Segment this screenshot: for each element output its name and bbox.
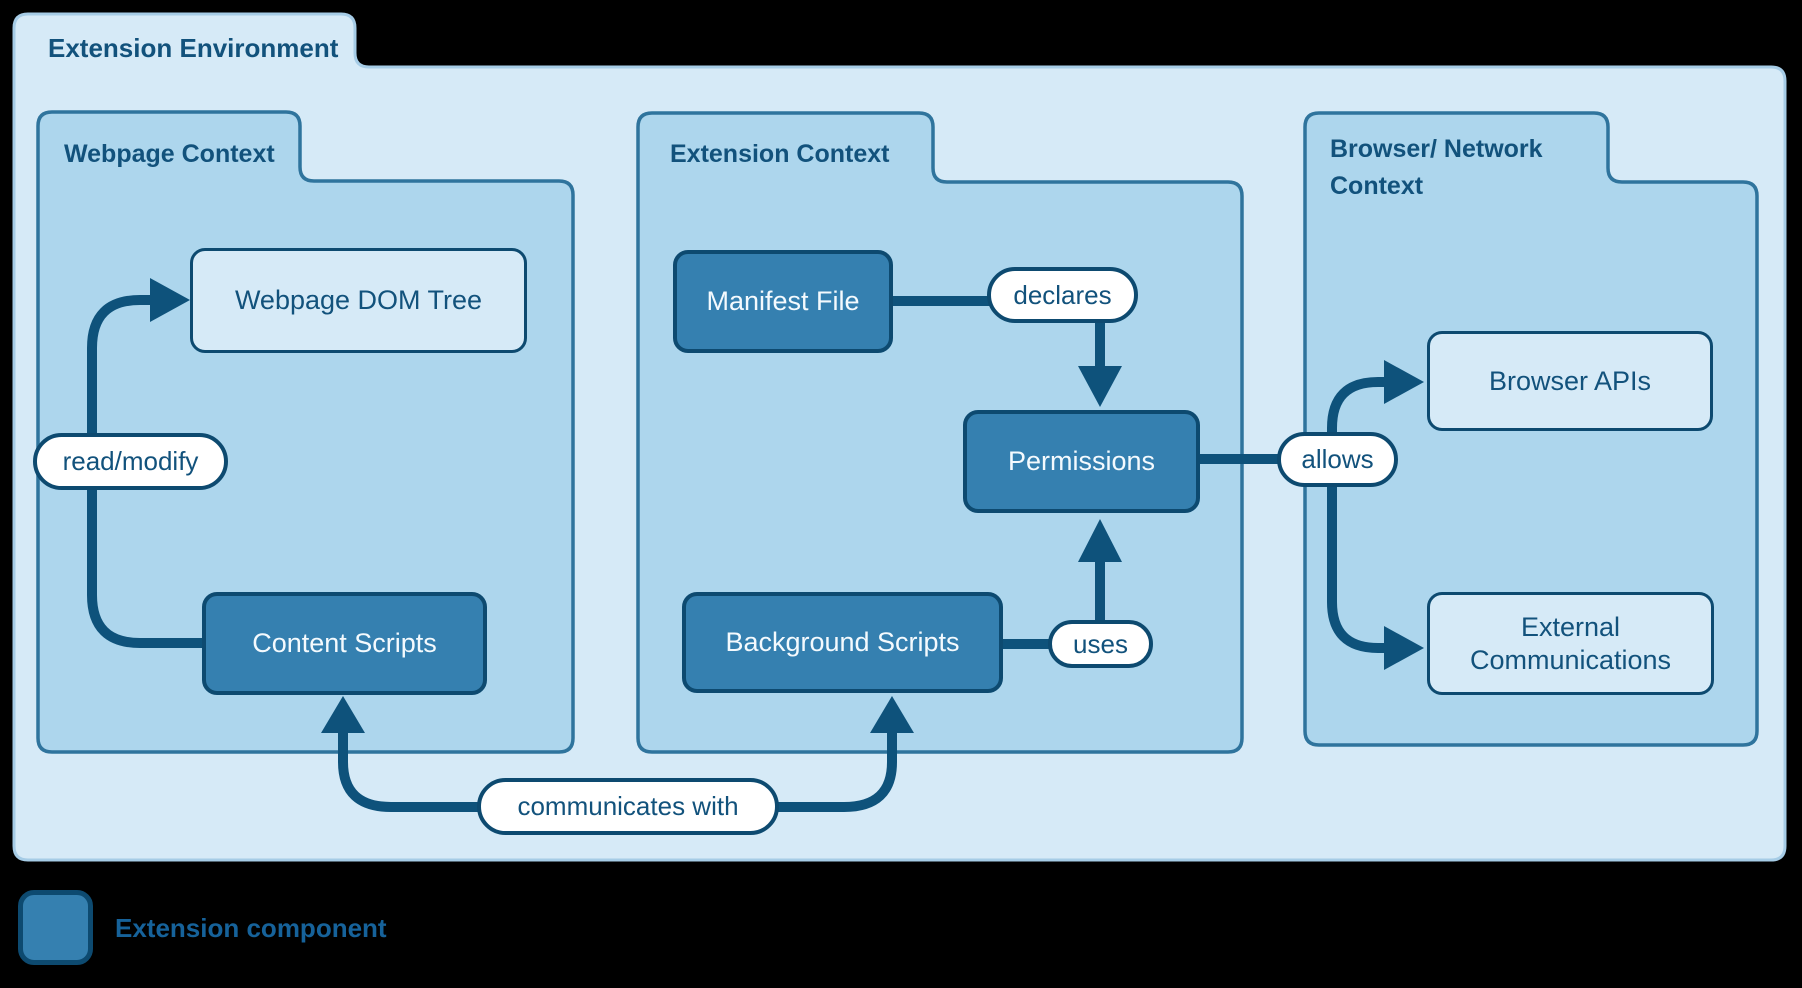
extension-environment-title: Extension Environment — [48, 33, 339, 63]
legend-extension-component-label: Extension component — [115, 913, 387, 943]
webpage-context-title: Webpage Context — [64, 140, 275, 168]
edge-communicates-path-right — [774, 729, 897, 812]
edge-label-communicates-with: communicates with — [477, 778, 779, 835]
arrowhead-declares-to-permissions — [1078, 366, 1122, 407]
arrowhead-to-content-scripts — [321, 696, 365, 733]
edge-label-uses: uses — [1048, 620, 1153, 668]
edge-label-allows: allows — [1277, 432, 1398, 487]
node-permissions: Permissions — [963, 410, 1200, 513]
edge-label-read-modify: read/modify — [33, 433, 228, 490]
edge-communicates-path-left — [338, 729, 482, 812]
edge-allows-path-down — [1327, 483, 1384, 653]
arrowhead-uses-to-permissions — [1078, 519, 1122, 562]
node-browser-apis: Browser APIs — [1427, 331, 1713, 431]
edge-allows-path-up — [1327, 377, 1384, 436]
arrowhead-to-background-scripts — [870, 696, 914, 733]
node-manifest-file: Manifest File — [673, 250, 893, 353]
edge-label-declares: declares — [987, 267, 1138, 323]
browser-network-context-title: Browser/ Network Context — [1330, 135, 1543, 200]
node-external-communications: External Communications — [1427, 592, 1714, 695]
node-background-scripts: Background Scripts — [682, 592, 1003, 693]
node-content-scripts: Content Scripts — [202, 592, 487, 695]
arrowheads — [150, 278, 1424, 733]
extension-context-title: Extension Context — [670, 140, 890, 168]
arrowhead-to-dom-tree — [150, 278, 190, 322]
node-webpage-dom-tree: Webpage DOM Tree — [190, 248, 527, 353]
arrowhead-allows-to-browser-apis — [1384, 360, 1424, 404]
legend-extension-component-swatch — [18, 890, 93, 965]
arrowhead-allows-to-external-communications — [1384, 626, 1424, 670]
